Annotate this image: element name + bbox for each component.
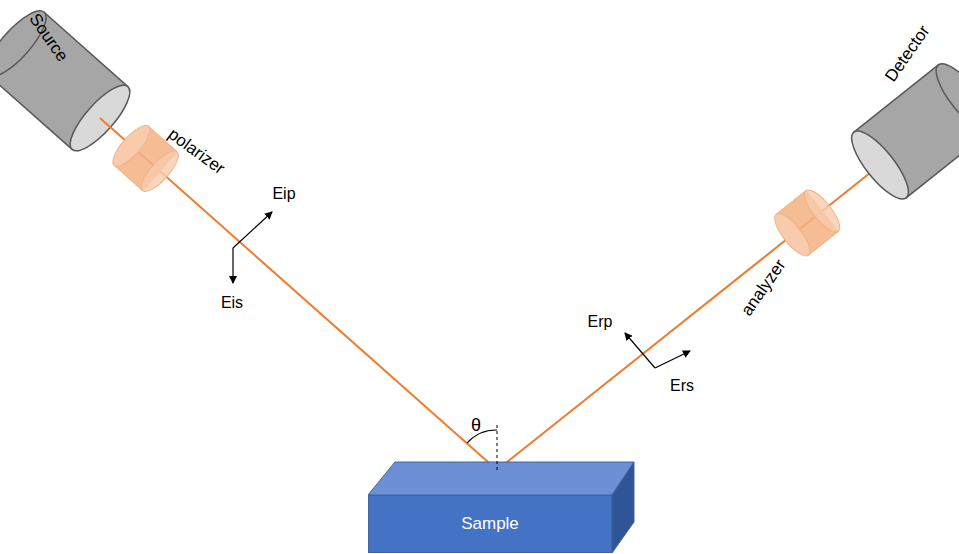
source-cylinder: [0, 3, 138, 159]
sample-top: [368, 462, 634, 495]
field-label: Eis: [221, 294, 243, 312]
field-vector: [232, 248, 233, 283]
incident-beam: [100, 118, 497, 470]
sample-side: [612, 462, 634, 553]
field-vector: [655, 351, 690, 368]
sample-box: Sample: [368, 495, 612, 553]
field-label: Eip: [272, 185, 295, 203]
field-label: Ers: [670, 377, 694, 395]
part-label: analyzer: [738, 256, 790, 319]
sample-label: Sample: [461, 514, 519, 534]
surface-normal: [497, 422, 498, 470]
field-vector: [233, 212, 272, 248]
analyzer: [769, 185, 845, 261]
field-label: Erp: [588, 313, 613, 331]
angle-label: θ: [471, 416, 481, 436]
field-vector: [625, 333, 655, 368]
reflected-beam: [497, 165, 880, 470]
